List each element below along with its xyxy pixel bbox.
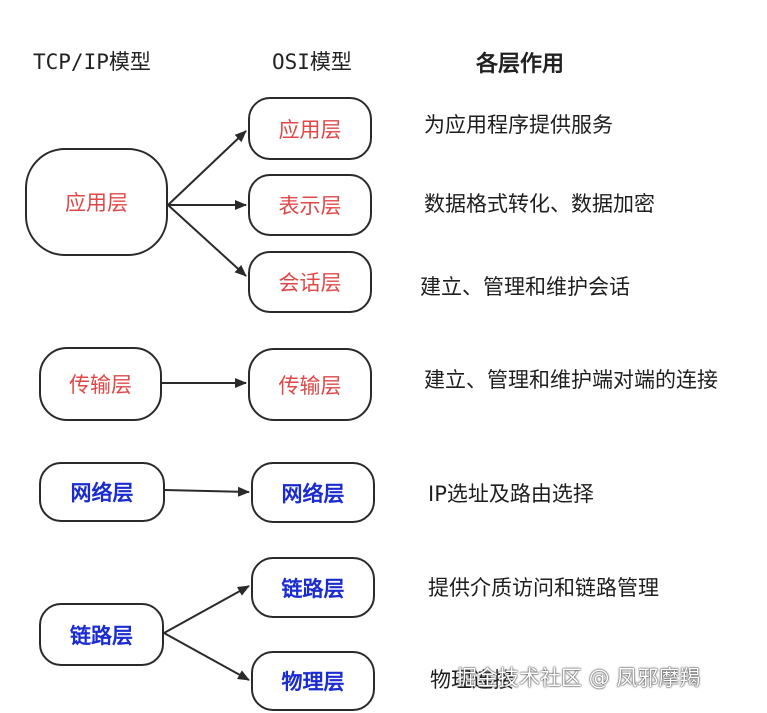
arrow-app-to-app [167, 130, 247, 206]
osi-application-layer: 应用层 [248, 97, 372, 160]
arrow-link-to-datalink [163, 585, 250, 634]
tcpip-link-layer: 链路层 [39, 603, 164, 666]
layer-role-header: 各层作用 [476, 52, 565, 77]
arrow-app-to-session [167, 204, 247, 277]
osi-physical-layer: 物理层 [251, 651, 375, 711]
osi-datalink-layer: 链路层 [251, 557, 375, 618]
tcpip-network-layer: 网络层 [39, 462, 165, 522]
tcpip-transport-layer: 传输层 [39, 347, 162, 421]
desc-network: IP选址及路由选择 [428, 482, 594, 506]
arrow-link-to-physical [163, 632, 250, 681]
desc-session: 建立、管理和维护会话 [420, 275, 630, 299]
watermark: 掘金技术社区 @ 凤邪摩羯 [456, 666, 701, 690]
osi-network-layer: 网络层 [251, 462, 375, 523]
desc-presentation: 数据格式转化、数据加密 [424, 192, 655, 216]
osi-session-layer: 会话层 [248, 251, 372, 313]
tcpip-model-header: TCP/IP模型 [33, 50, 151, 74]
desc-transport: 建立、管理和维护端对端的连接 [424, 368, 718, 392]
osi-presentation-layer: 表示层 [248, 174, 372, 236]
osi-transport-layer: 传输层 [248, 348, 372, 421]
desc-physical: 物理连接 [430, 668, 514, 692]
desc-application: 为应用程序提供服务 [424, 113, 613, 137]
osi-model-header: OSI模型 [272, 50, 352, 74]
tcpip-application-layer: 应用层 [25, 148, 168, 256]
desc-datalink: 提供介质访问和链路管理 [428, 576, 659, 600]
arrow-network-to-network [164, 486, 250, 497]
